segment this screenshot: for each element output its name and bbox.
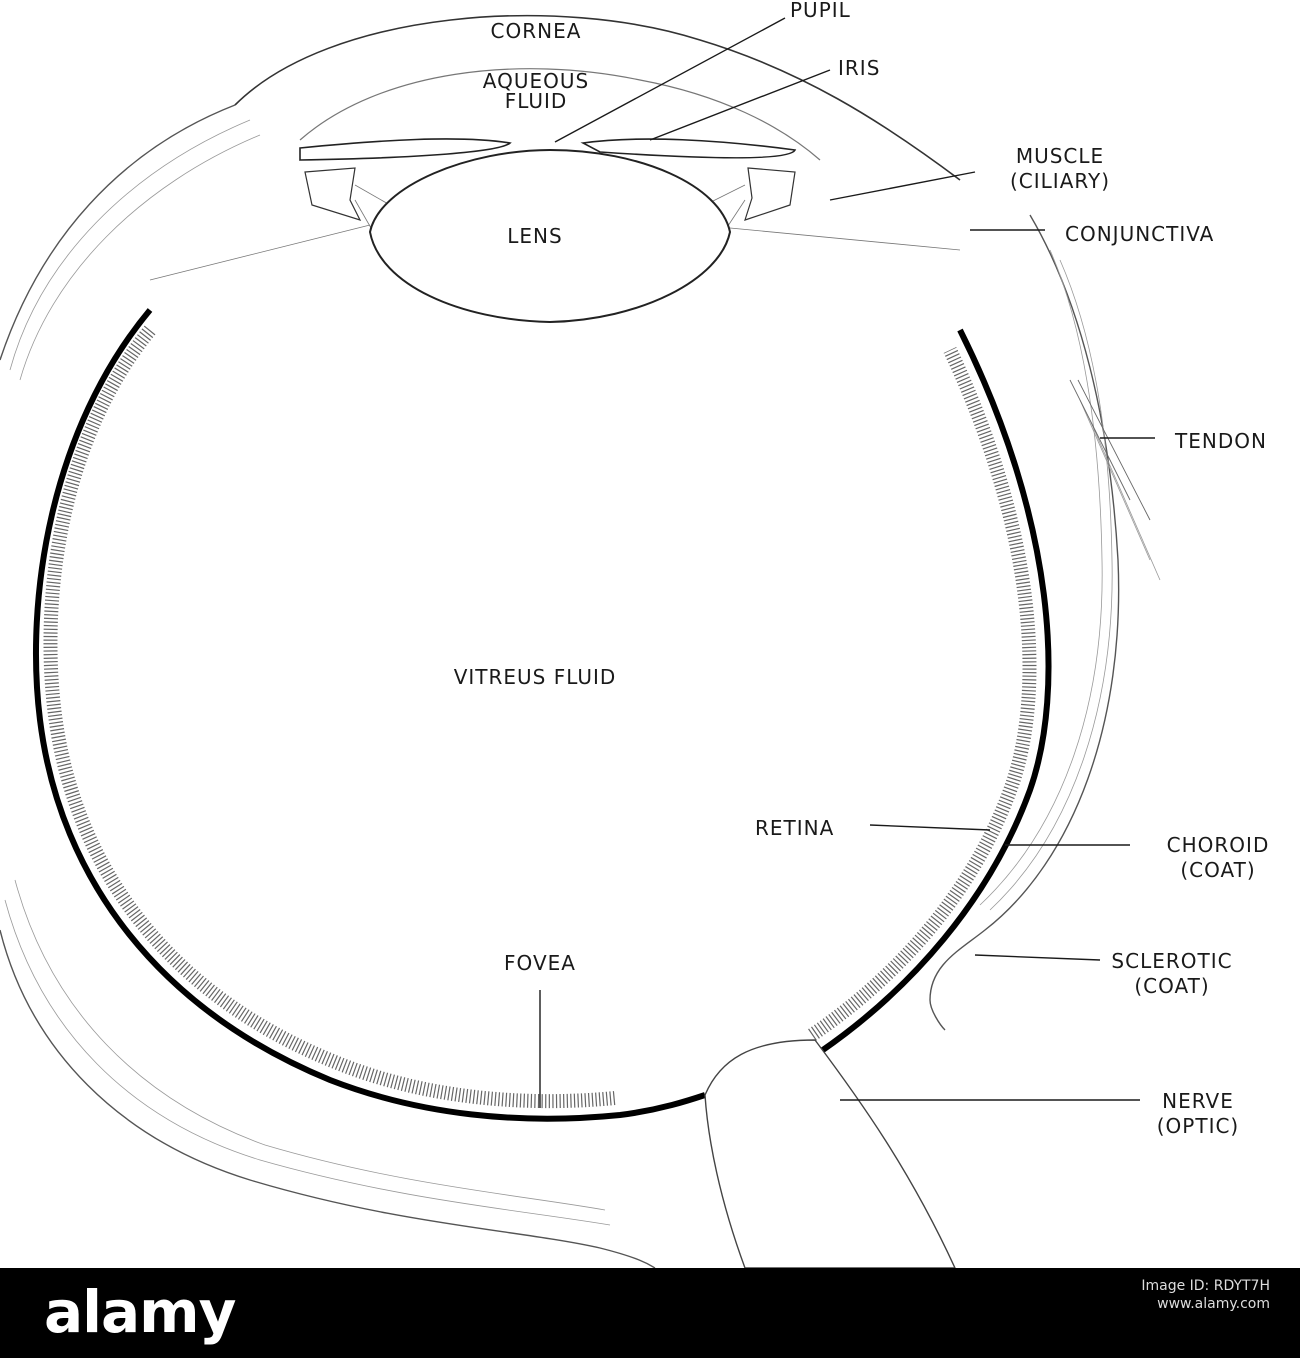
alamy-logo[interactable]: alamy	[44, 1278, 236, 1346]
ciliary-muscle-right	[744, 167, 796, 221]
label-choroid-line2: (COAT)	[1180, 858, 1255, 882]
optic-nerve	[704, 1039, 956, 1268]
label-fovea: FOVEA	[504, 951, 576, 975]
label-lens: LENS	[507, 224, 562, 248]
label-tendon: TENDON	[1174, 429, 1267, 453]
sclera-fibres	[4, 119, 1161, 1226]
label-conjunctiva: CONJUNCTIVA	[1065, 222, 1214, 246]
tendon-lines	[1069, 379, 1151, 521]
choroid-layer	[32, 308, 1052, 1122]
retina-layer	[43, 325, 1037, 1109]
lens-outline	[368, 148, 732, 324]
label-pupil: PUPIL	[790, 0, 851, 22]
label-cornea: CORNEA	[491, 19, 582, 43]
iris-left	[299, 138, 512, 161]
label-sclerotic-line1: SCLEROTIC	[1111, 949, 1232, 973]
cornea-outline	[234, 14, 961, 181]
label-sclerotic-line2: (COAT)	[1134, 974, 1209, 998]
label-leaders	[539, 17, 1155, 1108]
label-nerve-line1: NERVE	[1162, 1089, 1234, 1113]
sclera-lower-outline	[0, 929, 656, 1268]
image-id-caption: Image ID: RDYT7H	[1141, 1278, 1270, 1294]
sclera-outer-outline	[0, 104, 1120, 1031]
label-muscle-line1: MUSCLE	[1016, 144, 1104, 168]
cornea-inner-outline	[299, 68, 821, 161]
label-vitreus-fluid: VITREUS FLUID	[454, 665, 617, 689]
label-muscle-line2: (CILIARY)	[1010, 169, 1110, 193]
image-id-block: Image ID: RDYT7H www.alamy.com	[1141, 1278, 1270, 1312]
label-choroid-line1: CHOROID	[1167, 833, 1270, 857]
label-retina: RETINA	[755, 816, 834, 840]
iris-right	[580, 138, 797, 159]
ciliary-muscle-left	[304, 167, 362, 221]
eye-cross-section-diagram: CORNEA AQUEOUS FLUID LENS PUPIL IRIS MUS…	[0, 0, 1270, 1268]
alamy-url[interactable]: www.alamy.com	[1157, 1296, 1270, 1312]
watermark-footer: alamy Image ID: RDYT7H www.alamy.com	[0, 1268, 1300, 1358]
label-aqueous-fluid-line1: AQUEOUS	[483, 69, 589, 93]
label-nerve-line2: (OPTIC)	[1157, 1114, 1240, 1138]
label-aqueous-fluid-line2: FLUID	[505, 89, 568, 113]
label-iris: IRIS	[838, 56, 880, 80]
